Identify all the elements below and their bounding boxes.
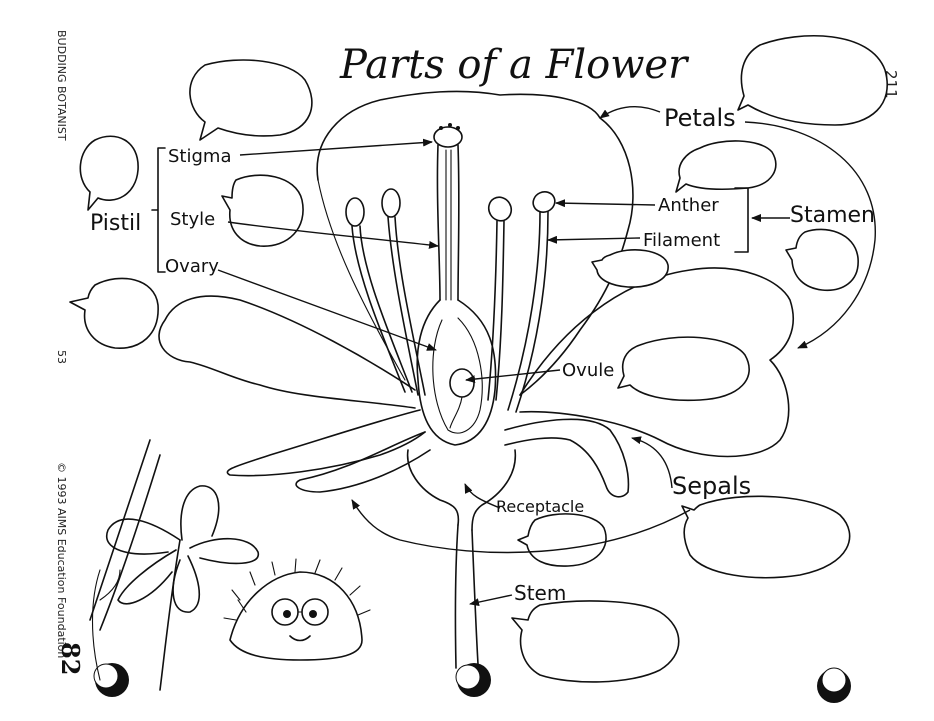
arrow-style [227, 221, 439, 249]
bubble-style [221, 174, 304, 247]
label-pistil: Pistil [90, 211, 141, 236]
punch-hole-center [455, 663, 491, 697]
arrow-petals-right [744, 121, 876, 349]
label-sepals: Sepals [672, 472, 751, 500]
back-petal [316, 90, 634, 396]
arrow-petals [599, 105, 661, 119]
bubble-stem [511, 600, 680, 683]
label-stamen: Stamen [790, 203, 875, 228]
side-margin-text: BUDDING BOTANIST 53 © 1993 AIMS Educatio… [55, 30, 85, 675]
stamen-4 [507, 191, 556, 413]
label-receptacle: Receptacle [496, 497, 584, 516]
handwritten-number: 82 [56, 642, 85, 675]
style-inner [445, 149, 452, 301]
stigma [433, 126, 463, 148]
punch-holes [93, 663, 851, 703]
bubble-top-right [737, 34, 888, 126]
ovule [449, 368, 475, 398]
stamen-3 [487, 196, 513, 401]
pistil-bracket [151, 147, 166, 273]
ovule-stalk [449, 396, 463, 429]
receptacle [406, 449, 517, 531]
arrow-stem [469, 594, 513, 607]
pistil [416, 123, 497, 446]
arrow-sepals-right [631, 436, 673, 489]
label-petals: Petals [664, 104, 736, 132]
leader-arrows [217, 105, 876, 607]
label-anther: Anther [658, 195, 719, 216]
left-petal [158, 295, 416, 409]
stamen-1 [345, 197, 413, 393]
label-stem: Stem [514, 581, 566, 605]
ovary-inner [432, 317, 483, 434]
ovary [416, 299, 497, 446]
stamens [345, 188, 556, 413]
punch-hole-right [817, 667, 851, 703]
label-stigma: Stigma [168, 146, 231, 167]
arrow-filament [547, 235, 641, 244]
answer-bubbles [69, 34, 888, 683]
copyright-text: © 1993 AIMS Education Foundation [55, 462, 68, 658]
arrow-stigma [239, 138, 433, 156]
punch-hole-left [93, 663, 129, 697]
stem [454, 524, 479, 669]
part-labels: Pistil Stigma Style Ovary Petals Anther … [90, 104, 875, 605]
series-name: BUDDING BOTANIST [55, 30, 68, 141]
cartoon-character [223, 558, 371, 661]
lower-left-sepal [226, 409, 426, 477]
label-ovary: Ovary [165, 256, 219, 277]
bubble-top-left [189, 59, 313, 141]
bubble-stamen [785, 228, 859, 292]
diagram-title: Parts of a Flower [339, 42, 690, 88]
arrow-receptacle [464, 483, 501, 509]
page-number-side: 53 [55, 350, 68, 364]
arrow-anther [555, 199, 656, 208]
style [436, 144, 460, 301]
label-filament: Filament [643, 230, 720, 251]
lower-left-sepal-2 [295, 431, 431, 493]
bubble-left-small [79, 135, 139, 211]
label-ovule: Ovule [562, 360, 614, 381]
lower-right-sepal [504, 418, 630, 498]
arrow-sepals-left [351, 499, 691, 554]
bubble-left-mid [69, 277, 159, 349]
bubble-receptacle [517, 513, 607, 567]
bubble-sepals [681, 495, 851, 579]
stamen-2 [381, 188, 426, 396]
bubble-anther [675, 140, 777, 193]
arrow-ovary [217, 269, 437, 351]
bubble-filament [591, 249, 669, 288]
label-style: Style [170, 209, 215, 230]
arrow-ovule [465, 369, 561, 384]
bubble-ovule [617, 336, 750, 402]
small-flower-sketch [89, 439, 259, 691]
back-petal-inner [317, 179, 406, 381]
stamen-bracket [734, 187, 749, 253]
